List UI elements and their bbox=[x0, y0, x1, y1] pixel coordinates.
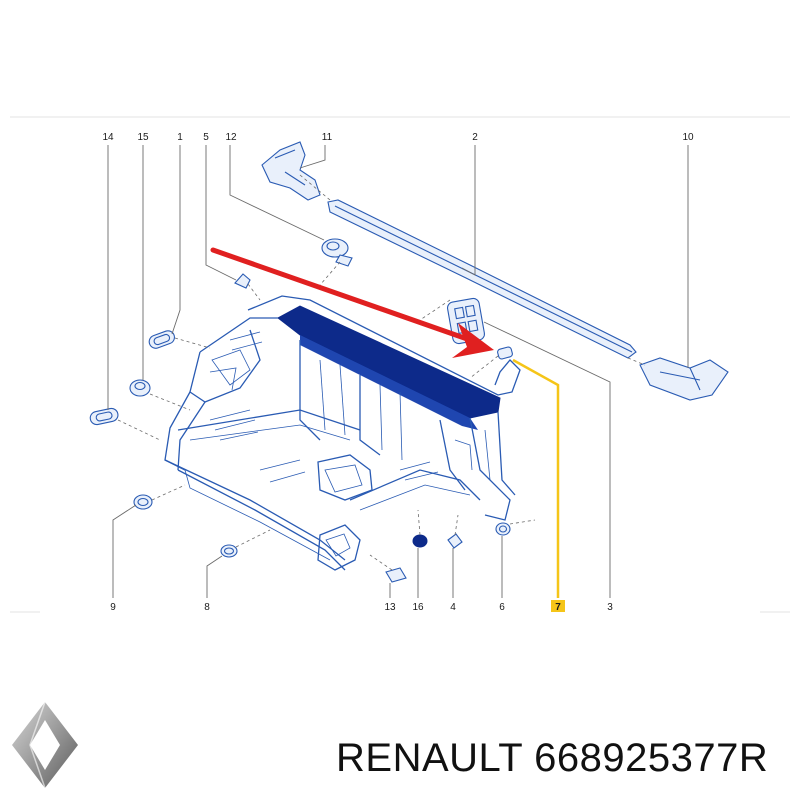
callout-7: 7 bbox=[555, 602, 561, 613]
front-end-structure bbox=[164, 295, 521, 571]
callout-12: 12 bbox=[225, 132, 237, 143]
part-1-oval-seal bbox=[148, 330, 175, 349]
callout-5: 5 bbox=[203, 132, 209, 143]
callout-16: 16 bbox=[412, 602, 424, 613]
callout-8: 8 bbox=[204, 602, 210, 613]
part-2-cowl-seal bbox=[327, 199, 637, 359]
part-6-ring bbox=[495, 522, 511, 536]
callout-4: 4 bbox=[450, 602, 456, 613]
leader-lines bbox=[107, 145, 689, 598]
part-16-plug bbox=[412, 534, 428, 548]
part-8-ring bbox=[220, 544, 238, 558]
part-4-plug bbox=[447, 533, 463, 549]
assembly-dash-lines bbox=[117, 174, 646, 571]
brand-part-number: RENAULT 668925377R bbox=[336, 736, 768, 781]
callout-6: 6 bbox=[499, 602, 505, 613]
cowl-crossmember-shadow bbox=[300, 335, 478, 430]
callout-13: 13 bbox=[384, 602, 396, 613]
part-7-clip bbox=[497, 346, 513, 360]
part-15-plug bbox=[129, 379, 151, 397]
part-9-ring bbox=[133, 494, 153, 510]
callout-7-highlight-box bbox=[551, 600, 565, 612]
renault-diamond-logo-icon bbox=[12, 701, 78, 789]
part-number: 668925377R bbox=[534, 736, 769, 780]
callout-labels: 14 15 1 5 12 11 2 10 9 8 13 16 4 6 7 3 bbox=[102, 132, 694, 613]
part-13-pad bbox=[385, 567, 407, 583]
part-10-bracket bbox=[639, 357, 729, 401]
callout-15: 15 bbox=[137, 132, 149, 143]
callout-2: 2 bbox=[472, 132, 478, 143]
red-pointer-arrow bbox=[210, 247, 494, 358]
diagram-frame bbox=[10, 116, 790, 613]
highlight-leader-7 bbox=[512, 358, 560, 598]
callout-10: 10 bbox=[682, 132, 694, 143]
brand-name: RENAULT bbox=[336, 736, 523, 780]
callout-1: 1 bbox=[177, 132, 183, 143]
part-11-bracket bbox=[261, 141, 321, 201]
callout-9: 9 bbox=[110, 602, 116, 613]
part-12-grommet bbox=[321, 238, 353, 267]
part-14-oval-grommet bbox=[89, 407, 119, 426]
callout-11: 11 bbox=[322, 132, 333, 143]
callout-14: 14 bbox=[102, 132, 114, 143]
part-5-cap bbox=[234, 273, 251, 289]
callout-3: 3 bbox=[607, 602, 613, 613]
